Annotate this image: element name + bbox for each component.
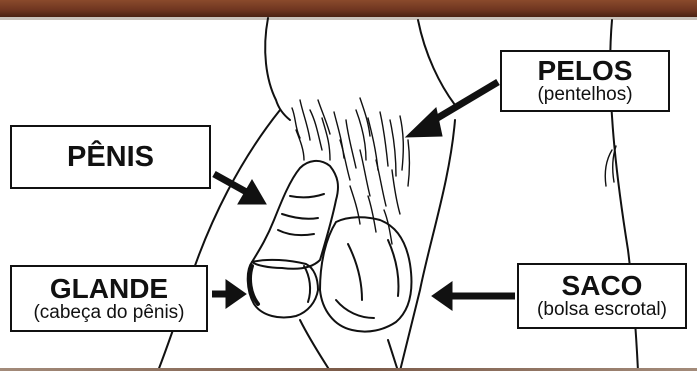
torso-left-contour [265,18,290,120]
glans-rim [304,266,310,302]
pubic-hair-strokes [292,98,410,244]
label-glande: GLANDE (cabeça do pênis) [10,265,208,332]
scrotum-raphe [336,300,374,318]
label-glande-title: GLANDE [50,275,168,303]
penis-skin-fold-2 [278,230,314,235]
penis-shaft [252,161,338,269]
label-saco: SACO (bolsa escrotal) [517,263,687,329]
label-penis: PÊNIS [10,125,211,189]
label-pelos-title: PELOS [538,57,633,85]
inner-thigh-left [300,320,330,371]
penis-skin-fold-3 [290,194,324,197]
saco-arrow-head [432,282,452,310]
label-penis-title: PÊNIS [67,143,154,172]
thigh-right-contour [400,120,455,371]
penis-arrow-shaft [214,174,250,194]
scrotum-fold-2 [388,240,399,296]
inner-thigh-right [388,340,398,371]
label-glande-subtitle: (cabeça do pênis) [33,303,184,323]
glande-arrow-head [226,280,246,308]
pelos-arrow-head [406,108,442,137]
side-hair-tuft [605,146,616,186]
scrotum-fold [348,244,362,300]
label-pelos: PELOS (pentelhos) [500,50,670,112]
label-pelos-subtitle: (pentelhos) [537,85,632,105]
label-saco-subtitle: (bolsa escrotal) [537,300,667,320]
label-saco-title: SACO [562,272,643,300]
torso-right-contour [418,20,455,105]
penis-skin-fold-1 [282,214,318,219]
